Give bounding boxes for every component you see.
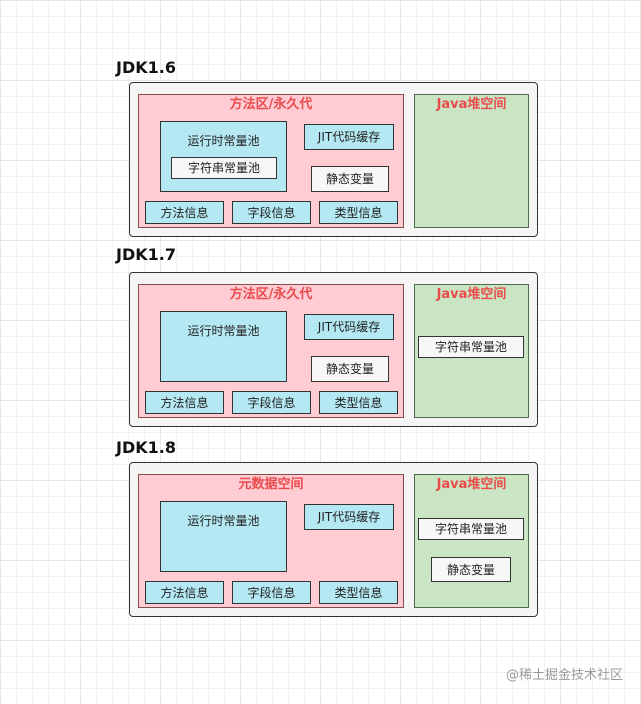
- section-title-jdk17: JDK1.7: [116, 245, 176, 264]
- section-title-jdk18: JDK1.8: [116, 438, 176, 457]
- jdk18-runtime-constant-pool: 运行时常量池: [160, 501, 287, 572]
- jdk17-heap-title: Java堆空间: [436, 287, 507, 302]
- jdk17-jit-cache: JIT代码缓存: [304, 314, 394, 340]
- jdk17-runtime-pool-label: 运行时常量池: [187, 324, 260, 338]
- jdk16-runtime-pool-label: 运行时常量池: [187, 134, 260, 148]
- jdk16-method-area-title: 方法区/永久代: [229, 97, 313, 112]
- jdk18-method-area: 元数据空间 运行时常量池 JIT代码缓存 方法信息 字段信息 类型信息: [138, 474, 404, 608]
- jdk16-runtime-constant-pool: 运行时常量池 字符串常量池: [160, 121, 287, 192]
- jdk17-string-pool: 字符串常量池: [418, 336, 524, 358]
- jdk18-heap-title: Java堆空间: [436, 477, 507, 492]
- jdk17-method-area-title: 方法区/永久代: [229, 287, 313, 302]
- jdk18-runtime-pool-label: 运行时常量池: [187, 514, 260, 528]
- jdk17-container: 方法区/永久代 运行时常量池 JIT代码缓存 静态变量 方法信息 字段信息 类型…: [129, 272, 538, 427]
- jdk18-field-info: 字段信息: [232, 581, 311, 604]
- jdk16-heap-area: Java堆空间: [414, 94, 529, 228]
- jdk17-runtime-constant-pool: 运行时常量池: [160, 311, 287, 382]
- jdk16-method-area: 方法区/永久代 运行时常量池 字符串常量池 JIT代码缓存 静态变量 方法信息 …: [138, 94, 404, 228]
- jdk17-heap-area: Java堆空间 字符串常量池: [414, 284, 529, 418]
- jdk18-string-pool: 字符串常量池: [418, 518, 524, 540]
- section-title-jdk16: JDK1.6: [116, 58, 176, 77]
- jdk17-static-vars: 静态变量: [311, 356, 389, 382]
- jdk16-type-info: 类型信息: [319, 201, 398, 224]
- jdk18-heap-area: Java堆空间 字符串常量池 静态变量: [414, 474, 529, 608]
- jdk16-string-pool: 字符串常量池: [171, 157, 277, 179]
- jdk18-type-info: 类型信息: [319, 581, 398, 604]
- jdk18-jit-cache: JIT代码缓存: [304, 504, 394, 530]
- jdk17-method-area: 方法区/永久代 运行时常量池 JIT代码缓存 静态变量 方法信息 字段信息 类型…: [138, 284, 404, 418]
- jdk17-type-info: 类型信息: [319, 391, 398, 414]
- jdk17-field-info: 字段信息: [232, 391, 311, 414]
- jdk16-static-vars: 静态变量: [311, 166, 389, 192]
- jdk16-jit-cache: JIT代码缓存: [304, 124, 394, 150]
- jdk16-container: 方法区/永久代 运行时常量池 字符串常量池 JIT代码缓存 静态变量 方法信息 …: [129, 82, 538, 237]
- jdk18-method-info: 方法信息: [145, 581, 224, 604]
- watermark: @稀土掘金技术社区: [505, 668, 623, 683]
- jdk16-heap-title: Java堆空间: [436, 97, 507, 112]
- jdk18-static-vars: 静态变量: [431, 557, 511, 582]
- jdk17-method-info: 方法信息: [145, 391, 224, 414]
- jdk18-method-area-title: 元数据空间: [238, 477, 304, 492]
- jdk18-container: 元数据空间 运行时常量池 JIT代码缓存 方法信息 字段信息 类型信息 Java…: [129, 462, 538, 617]
- jdk16-field-info: 字段信息: [232, 201, 311, 224]
- jdk16-method-info: 方法信息: [145, 201, 224, 224]
